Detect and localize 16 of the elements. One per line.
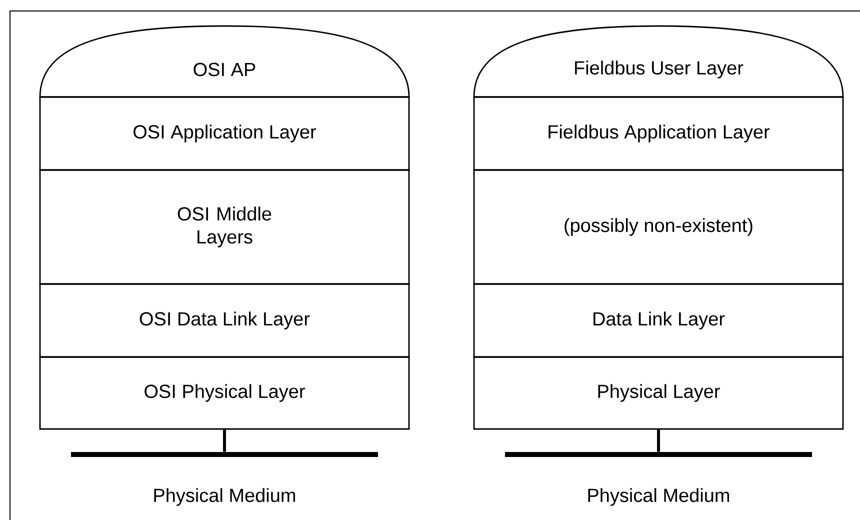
layer-box: OSI Middle Layers [39, 169, 410, 285]
layer-box: Data Link Layer [473, 283, 844, 358]
layer-box: Physical Layer [473, 356, 844, 430]
medium-bar [505, 452, 812, 457]
medium-label: Physical Medium [154, 488, 295, 506]
layer-box: OSI Data Link Layer [39, 283, 410, 358]
layer-box: OSI Application Layer [39, 96, 410, 171]
dome-layer: Fieldbus User Layer [473, 25, 844, 98]
layer-box: Fieldbus Application Layer [473, 96, 844, 171]
connector-line [223, 430, 226, 452]
connector-line [657, 430, 660, 452]
dome-layer: OSI AP [39, 25, 410, 98]
medium-bar [71, 452, 378, 457]
medium-label: Physical Medium [588, 488, 729, 506]
layer-box: (possibly non-existent) [473, 169, 844, 285]
layer-box: OSI Physical Layer [39, 356, 410, 430]
